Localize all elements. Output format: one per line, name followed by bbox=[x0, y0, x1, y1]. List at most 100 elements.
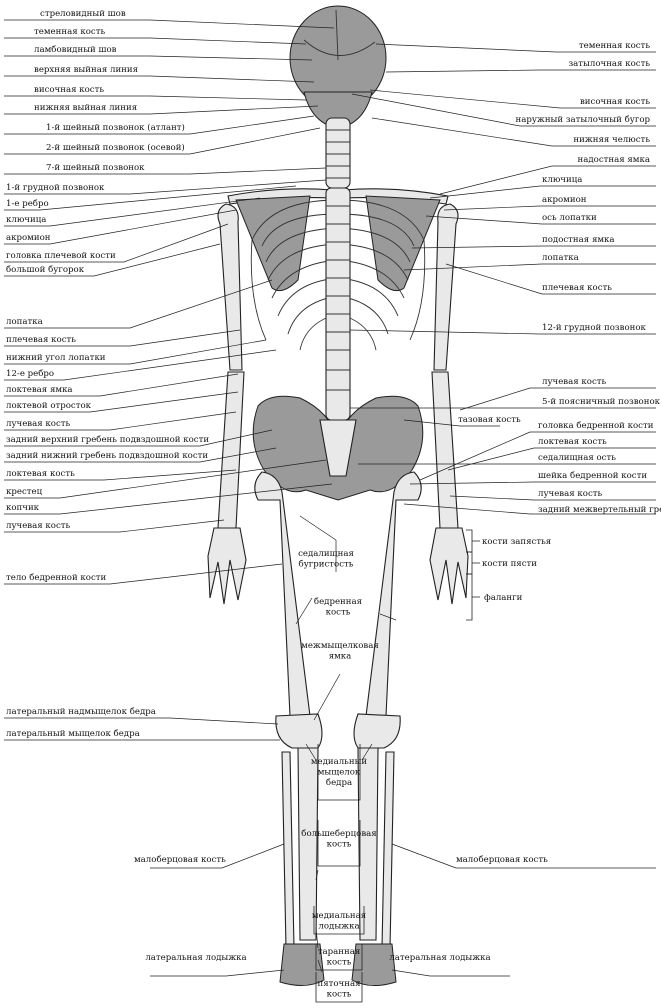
label-lateral-malleolus-right: латеральная лодыжка bbox=[389, 953, 490, 963]
label-line: кость bbox=[327, 958, 352, 968]
label-atlas: 1-й шейный позвонок (атлант) bbox=[46, 122, 185, 133]
label-lambdoid-suture: ламбовидный шов bbox=[34, 44, 117, 55]
label-hip-bone: тазовая кость bbox=[458, 415, 521, 425]
left-tibia bbox=[297, 747, 319, 941]
right-femur bbox=[365, 471, 422, 717]
label-axis: 2-й шейный позвонок (осевой) bbox=[46, 142, 185, 153]
right-foot bbox=[351, 943, 397, 986]
label-line: кость bbox=[327, 990, 352, 1000]
label-intertrochanteric-crest: задний межвертельный гребень bbox=[538, 504, 661, 515]
label-line: седалищная bbox=[298, 549, 354, 559]
label-greater-tubercle: большой бугорок bbox=[6, 264, 85, 275]
label-radius-left-2: лучевая кость bbox=[6, 521, 71, 531]
label-humeral-head: головка плечевой кости bbox=[6, 251, 116, 261]
right-fibula bbox=[381, 751, 395, 949]
left-foot bbox=[279, 943, 325, 986]
label-radius-right-2: лучевая кость bbox=[538, 489, 603, 499]
thoracic-lumbar-spine bbox=[325, 187, 351, 421]
label-femoral-neck: шейка бедренной кости bbox=[538, 470, 647, 481]
label-fibula-left: малоберцовая кость bbox=[134, 854, 226, 865]
label-line: большеберцовая bbox=[301, 828, 376, 839]
label-parietal-bone-right: теменная кость bbox=[579, 41, 650, 51]
label-radius-left-1: лучевая кость bbox=[6, 419, 71, 429]
label-occipital-bone: затылочная кость bbox=[568, 59, 650, 69]
left-knee bbox=[275, 713, 323, 749]
left-forearm bbox=[217, 371, 245, 529]
label-inferior-nuchal-line: нижняя выйная линия bbox=[34, 103, 137, 113]
medial-condyle-frame bbox=[317, 744, 361, 801]
label-scapula-right: лопатка bbox=[542, 253, 579, 263]
right-forearm bbox=[431, 371, 459, 529]
cervical-spine bbox=[325, 117, 351, 189]
label-line: межмыщелковая bbox=[301, 641, 379, 651]
skeleton-illustration bbox=[207, 5, 469, 986]
label-infraspinous-fossa: подостная ямка bbox=[542, 235, 615, 245]
label-first-rib: 1-е ребро bbox=[6, 198, 49, 209]
label-temporal-bone-left: височная кость bbox=[34, 85, 104, 95]
left-scapula bbox=[235, 195, 311, 292]
carpal-bracket bbox=[466, 529, 480, 553]
label-external-occipital-protuberance: наружный затылочный бугор bbox=[516, 114, 651, 125]
right-hand bbox=[429, 527, 469, 605]
label-line: бедра bbox=[326, 777, 352, 788]
right-tibia bbox=[357, 747, 379, 941]
label-line: таранная bbox=[318, 947, 361, 957]
label-ulna-right: локтевая кость bbox=[538, 437, 607, 447]
label-olecranon-fossa: локтевая ямка bbox=[6, 385, 73, 395]
label-line: кость bbox=[326, 608, 351, 618]
label-acromion-right: акромион bbox=[542, 195, 587, 205]
label-lateral-condyle: латеральный мыщелок бедра bbox=[6, 728, 140, 739]
label-radius-right-1: лучевая кость bbox=[542, 377, 607, 387]
sacrum bbox=[319, 419, 357, 477]
label-clavicle-left: ключица bbox=[6, 215, 46, 225]
malleolus-frame bbox=[313, 906, 365, 935]
label-l5: 5-й поясничный позвонок bbox=[542, 397, 661, 407]
label-carpals: кости запястья bbox=[482, 537, 551, 547]
label-line: ямка bbox=[329, 652, 352, 662]
left-labels: стреловидный шов теменная кость ламбовид… bbox=[6, 9, 247, 963]
right-knee bbox=[353, 713, 401, 749]
label-line: пяточная bbox=[317, 979, 360, 989]
calcaneus-frame bbox=[315, 972, 363, 1003]
label-lateral-epicondyle: латеральный надмыщелок бедра bbox=[6, 706, 156, 717]
label-line: лодыжка bbox=[318, 922, 359, 932]
label-femur-shaft: тело бедренной кости bbox=[6, 572, 107, 583]
left-hand bbox=[207, 527, 247, 605]
label-sacrum: крестец bbox=[6, 487, 43, 497]
label-acromion-left: акромион bbox=[6, 233, 51, 243]
label-ulna-left: локтевая кость bbox=[6, 469, 75, 479]
label-twelfth-rib: 12-е ребро bbox=[6, 368, 54, 379]
left-fibula bbox=[281, 751, 295, 949]
label-humerus-left: плечевая кость bbox=[6, 335, 76, 345]
label-line: бугристость bbox=[299, 559, 354, 570]
left-femur bbox=[254, 471, 311, 717]
label-t12: 12-й грудной позвонок bbox=[542, 323, 647, 333]
label-femoral-head: головка бедренной кости bbox=[538, 420, 654, 431]
label-line: бедренная bbox=[314, 596, 362, 607]
label-olecranon: локтевой отросток bbox=[6, 401, 92, 411]
label-superior-nuchal-line: верхняя выйная линия bbox=[34, 65, 138, 75]
label-scapular-spine: ось лопатки bbox=[542, 213, 597, 223]
label-metacarpals: кости пясти bbox=[482, 559, 537, 569]
label-line: мыщелок bbox=[318, 768, 361, 778]
label-mandible: нижняя челюсть bbox=[573, 135, 650, 145]
label-lateral-malleolus-left: латеральная лодыжка bbox=[145, 953, 246, 963]
label-c7: 7-й шейный позвонок bbox=[46, 163, 145, 173]
label-scapula-left: лопатка bbox=[6, 317, 43, 327]
label-fibula-right: малоберцовая кость bbox=[456, 854, 548, 865]
label-line: медиальная bbox=[312, 911, 366, 921]
label-parietal-bone-left: теменная кость bbox=[34, 27, 105, 37]
label-clavicle-right: ключица bbox=[542, 175, 582, 185]
label-line: медиальный bbox=[311, 757, 368, 767]
label-humerus-right: плечевая кость bbox=[542, 283, 612, 293]
label-t1: 1-й грудной позвонок bbox=[6, 183, 105, 193]
label-phalanges: фаланги bbox=[484, 593, 523, 603]
